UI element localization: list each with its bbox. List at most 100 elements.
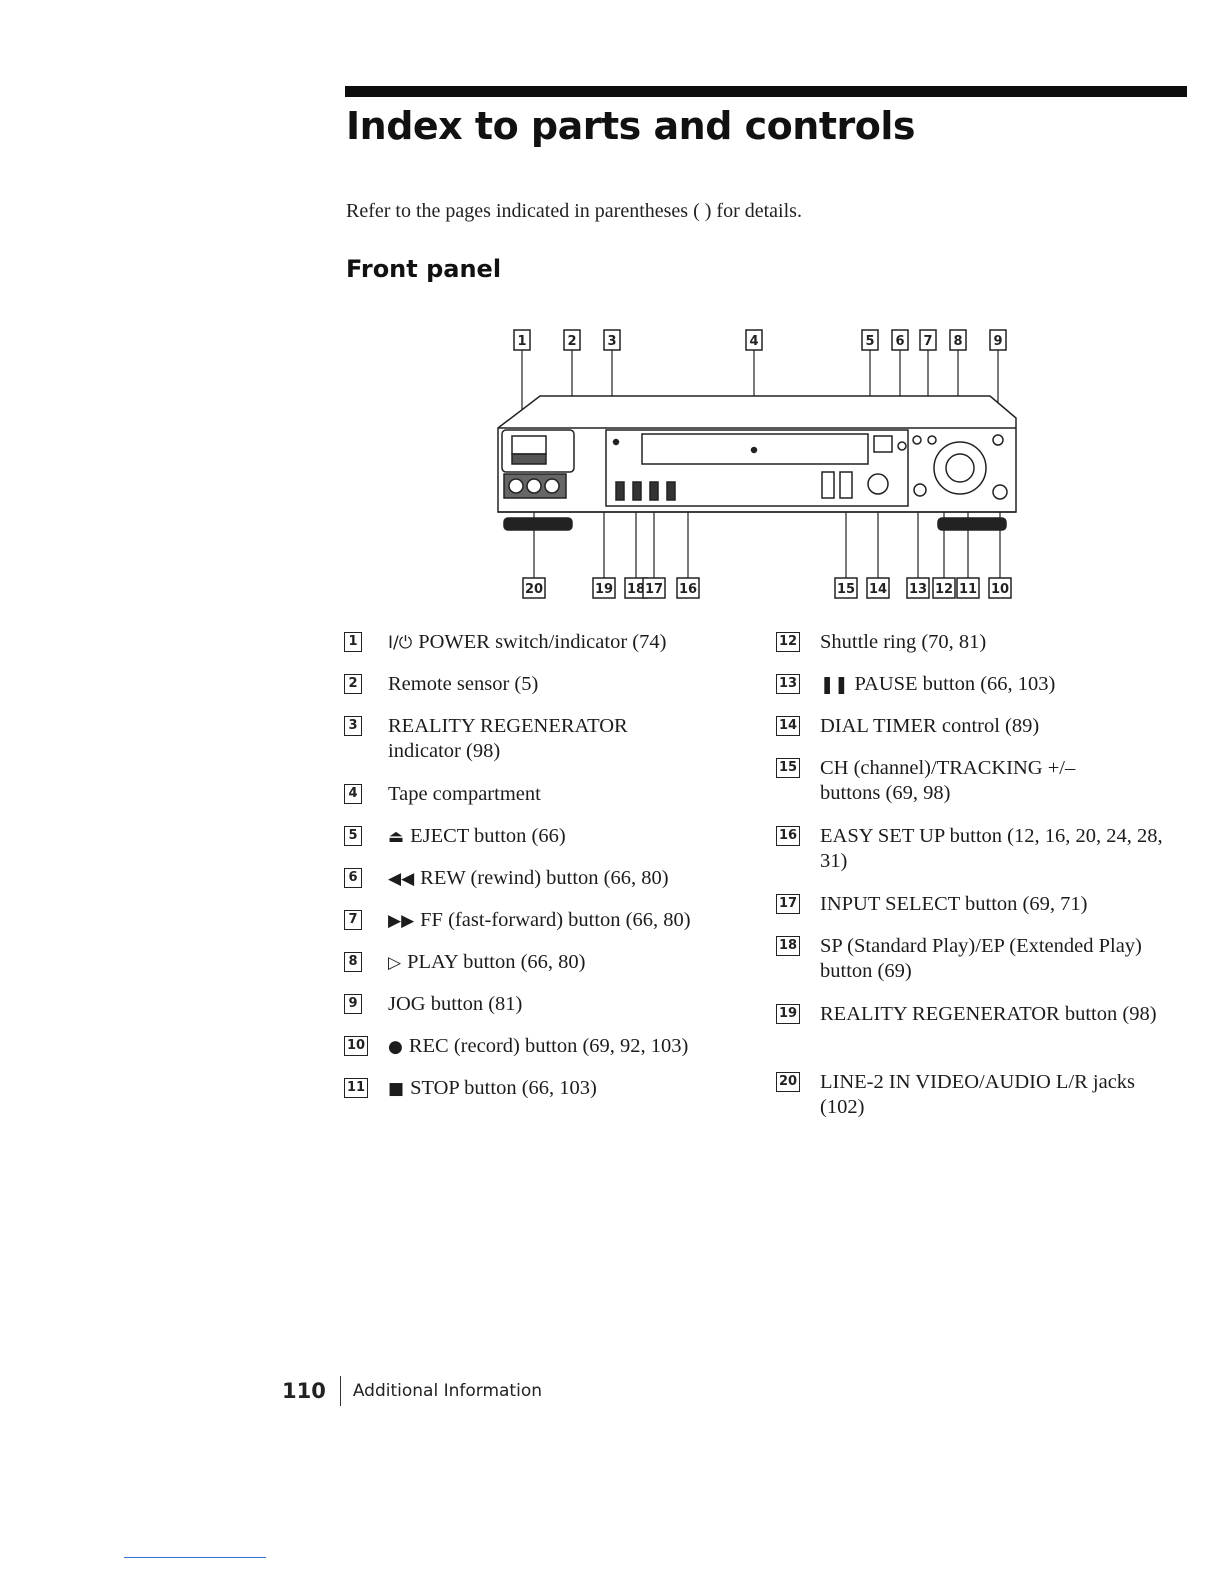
svg-text:4: 4	[749, 334, 758, 349]
item-number: 8	[344, 952, 362, 972]
item-number: 20	[776, 1072, 801, 1092]
page-number: 110	[282, 1379, 326, 1403]
callout-11: 11	[956, 577, 980, 599]
list-item: 17 INPUT SELECT button (69, 71)	[776, 892, 1166, 934]
list-item: 4 Tape compartment	[344, 782, 734, 824]
callout-17: 17	[642, 577, 666, 599]
list-item: 16 EASY SET UP button (12, 16, 20, 24, 2…	[776, 824, 1166, 892]
callout-8: 8	[949, 329, 967, 351]
list-item: 19 REALITY REGENERATOR button (98)	[776, 1002, 1166, 1070]
item-number: 6	[344, 868, 362, 888]
item-number: 3	[344, 716, 362, 736]
svg-text:9: 9	[993, 334, 1002, 349]
pause-icon: ❚❚	[820, 675, 849, 695]
item-text: EJECT button (66)	[410, 825, 566, 847]
callout-13: 13	[906, 577, 930, 599]
item-text: Tape compartment	[388, 783, 541, 805]
svg-text:1: 1	[517, 334, 526, 349]
parts-list-right: 12 Shuttle ring (70, 81) 13 ❚❚PAUSE butt…	[776, 630, 1166, 1138]
list-item: 11 ■STOP button (66, 103)	[344, 1076, 734, 1118]
item-text: INPUT SELECT button (69, 71)	[820, 893, 1088, 915]
list-item: 12 Shuttle ring (70, 81)	[776, 630, 1166, 672]
svg-text:16: 16	[679, 582, 697, 597]
item-number: 2	[344, 674, 362, 694]
svg-text:13: 13	[909, 582, 927, 597]
svg-text:8: 8	[953, 334, 962, 349]
item-text: CH (channel)/TRACKING +/– buttons (69, 9…	[820, 757, 1076, 804]
callout-4: 4	[745, 329, 763, 351]
item-text: Remote sensor (5)	[388, 673, 539, 695]
item-text: PAUSE button (66, 103)	[854, 673, 1056, 695]
svg-text:14: 14	[869, 582, 887, 597]
item-text: REALITY REGENERATOR button (98)	[820, 1003, 1157, 1025]
callout-6: 6	[891, 329, 909, 351]
callout-12: 12	[932, 577, 956, 599]
stop-icon: ■	[388, 1079, 405, 1099]
item-number: 1	[344, 632, 362, 652]
item-number: 17	[776, 894, 801, 914]
list-item: 7 ▶▶FF (fast-forward) button (66, 80)	[344, 908, 734, 950]
vcr-body	[497, 395, 1017, 531]
item-text: DIAL TIMER control (89)	[820, 715, 1040, 737]
list-item: 20 LINE-2 IN VIDEO/AUDIO L/R jacks (102)	[776, 1070, 1166, 1138]
item-number: 16	[776, 826, 801, 846]
list-item: 18 SP (Standard Play)/EP (Extended Play)…	[776, 934, 1166, 1002]
item-text: LINE-2 IN VIDEO/AUDIO L/R jacks (102)	[820, 1071, 1136, 1118]
callout-15: 15	[834, 577, 858, 599]
item-text: REW (rewind) button (66, 80)	[420, 867, 669, 889]
item-text: REC (record) button (69, 92, 103)	[408, 1035, 689, 1057]
callout-1: 1	[513, 329, 531, 351]
item-number: 10	[344, 1036, 369, 1056]
list-item: 15 CH (channel)/TRACKING +/– buttons (69…	[776, 756, 1166, 824]
item-number: 13	[776, 674, 801, 694]
power-icon: I/⏻	[388, 633, 413, 653]
bottom-rule	[124, 1557, 266, 1558]
item-number: 11	[344, 1078, 369, 1098]
item-text: EASY SET UP button (12, 16, 20, 24, 28, …	[820, 825, 1163, 872]
svg-text:19: 19	[595, 582, 613, 597]
section-heading: Front panel	[346, 255, 502, 283]
play-icon: ▷	[388, 953, 402, 973]
item-text: POWER switch/indicator (74)	[418, 631, 667, 653]
callout-19: 19	[592, 577, 616, 599]
svg-text:18: 18	[627, 582, 645, 597]
item-number: 12	[776, 632, 801, 652]
page-title: Index to parts and controls	[346, 104, 915, 148]
svg-text:6: 6	[895, 334, 904, 349]
footer-divider	[339, 1376, 341, 1406]
svg-text:20: 20	[525, 582, 543, 597]
callout-10: 10	[988, 577, 1012, 599]
item-number: 14	[776, 716, 801, 736]
list-item: 5 ⏏EJECT button (66)	[344, 824, 734, 866]
svg-text:3: 3	[607, 334, 616, 349]
callout-5: 5	[861, 329, 879, 351]
list-item: 8 ▷PLAY button (66, 80)	[344, 950, 734, 992]
rewind-icon: ◀◀	[388, 869, 415, 889]
callout-2: 2	[563, 329, 581, 351]
svg-text:12: 12	[935, 582, 953, 597]
page-footer: 110 Additional Information	[282, 1376, 542, 1406]
item-number: 15	[776, 758, 801, 778]
item-number: 18	[776, 936, 801, 956]
callout-16: 16	[676, 577, 700, 599]
item-number: 5	[344, 826, 362, 846]
eject-icon: ⏏	[388, 827, 405, 847]
item-number: 19	[776, 1004, 801, 1024]
item-text: STOP button (66, 103)	[410, 1077, 597, 1099]
parts-list-left: 1 I/⏻POWER switch/indicator (74) 2 Remot…	[344, 630, 734, 1118]
list-item: 1 I/⏻POWER switch/indicator (74)	[344, 630, 734, 672]
item-text: Shuttle ring (70, 81)	[820, 631, 987, 653]
item-number: 9	[344, 994, 362, 1014]
svg-text:10: 10	[991, 582, 1009, 597]
list-item: 3 REALITY REGENERATOR indicator (98)	[344, 714, 734, 782]
item-text: SP (Standard Play)/EP (Extended Play) bu…	[820, 935, 1142, 982]
callout-3: 3	[603, 329, 621, 351]
footer-section: Additional Information	[352, 1381, 542, 1401]
svg-text:2: 2	[567, 334, 576, 349]
item-text: FF (fast-forward) button (66, 80)	[420, 909, 691, 931]
list-item: 9 JOG button (81)	[344, 992, 734, 1034]
callout-20: 20	[522, 577, 546, 599]
